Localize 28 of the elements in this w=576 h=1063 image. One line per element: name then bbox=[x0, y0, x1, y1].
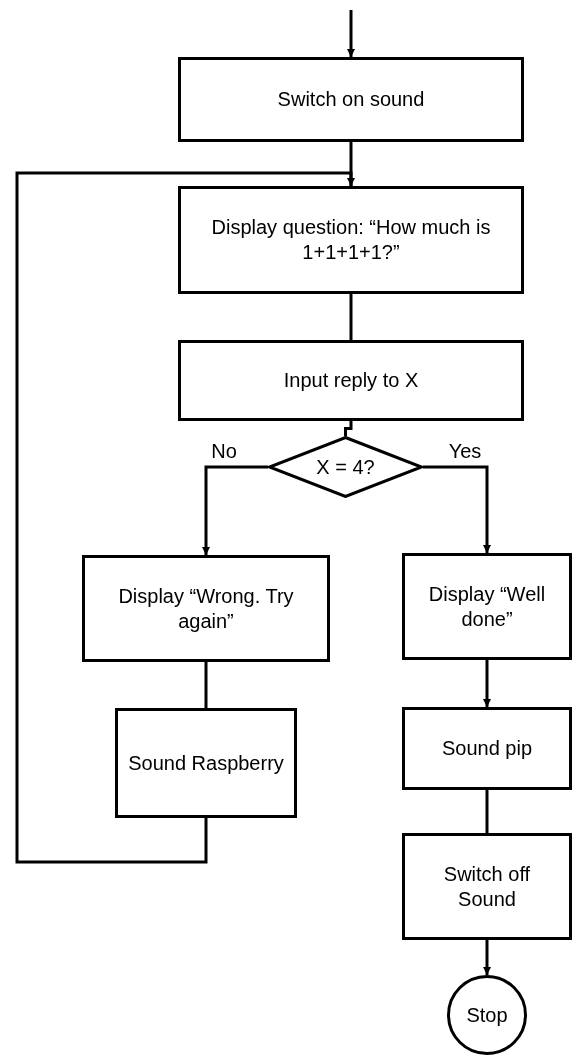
connector-arrow bbox=[347, 10, 355, 57]
node-text: Display “Wrong. Try again” bbox=[117, 583, 295, 634]
node-text: Input reply to X bbox=[283, 368, 419, 393]
decision-diamond bbox=[268, 436, 423, 498]
process-box bbox=[402, 553, 572, 660]
node-text: Switch on sound bbox=[277, 87, 425, 112]
connector-arrow bbox=[15, 171, 355, 864]
process-box bbox=[82, 555, 330, 662]
connector-arrow bbox=[202, 465, 268, 555]
terminal-circle bbox=[447, 975, 527, 1055]
process-box bbox=[402, 833, 572, 940]
connector-arrow bbox=[483, 660, 491, 707]
node-text: Sound pip bbox=[441, 736, 533, 761]
node-text: Display “Well done” bbox=[427, 581, 547, 632]
connector-arrow bbox=[483, 940, 491, 975]
node-text: Stop bbox=[466, 1002, 508, 1028]
process-box bbox=[178, 57, 524, 142]
connector-arrow bbox=[423, 465, 491, 553]
process-box bbox=[115, 708, 297, 818]
node-text: X = 4? bbox=[316, 454, 375, 480]
edge-label: No bbox=[209, 441, 239, 461]
process-box bbox=[178, 340, 524, 421]
process-box bbox=[178, 186, 524, 294]
process-box bbox=[402, 707, 572, 790]
node-text: Display question: “How much is 1+1+1+1?” bbox=[210, 215, 492, 265]
node-text: Sound Raspberry bbox=[128, 750, 284, 776]
edge-label: Yes bbox=[446, 441, 484, 461]
node-text: Switch off Sound bbox=[442, 861, 532, 912]
